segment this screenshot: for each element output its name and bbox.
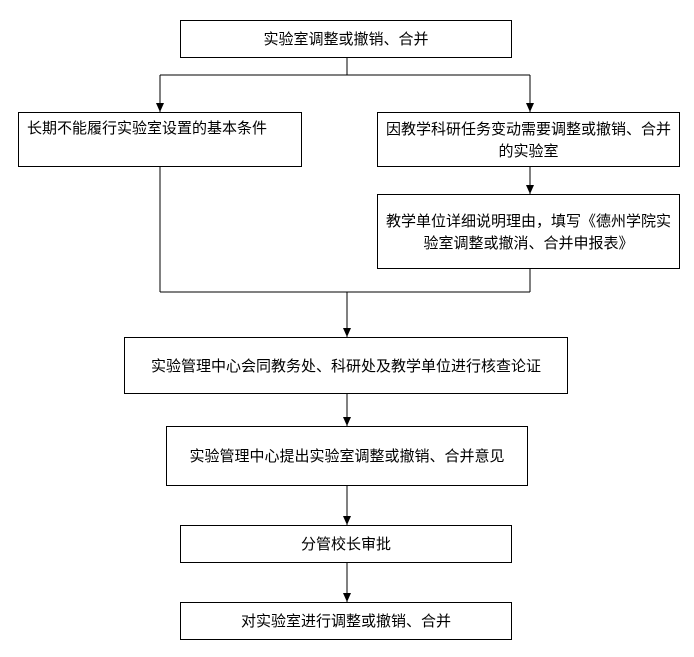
node-left-condition: 长期不能履行实验室设置的基本条件 [18,112,302,167]
node-approve-label: 分管校长审批 [300,535,391,553]
node-execute: 对实验室进行调整或撤销、合并 [180,602,512,640]
node-right-condition: 因教学科研任务变动需要调整或撤销、合并的实验室 [377,112,680,167]
node-left-condition-label: 长期不能履行实验室设置的基本条件 [27,119,268,137]
node-start: 实验室调整或撤销、合并 [180,20,512,58]
node-opinion: 实验管理中心提出实验室调整或撤销、合并意见 [166,426,528,486]
node-right-condition-label: 因教学科研任务变动需要调整或撤销、合并的实验室 [385,119,671,160]
node-execute-label: 对实验室进行调整或撤销、合并 [240,612,451,630]
node-approve: 分管校长审批 [180,525,512,563]
node-explain-label: 教学单位详细说明理由，填写《德州学院实验室调整或撤消、合并申报表》 [385,211,671,252]
node-start-label: 实验室调整或撤销、合并 [263,30,429,48]
node-review: 实验管理中心会同教务处、科研处及教学单位进行核查论证 [124,337,568,394]
node-explain: 教学单位详细说明理由，填写《德州学院实验室调整或撤消、合并申报表》 [377,194,680,269]
node-review-label: 实验管理中心会同教务处、科研处及教学单位进行核查论证 [150,356,541,375]
node-opinion-label: 实验管理中心提出实验室调整或撤销、合并意见 [189,447,505,465]
